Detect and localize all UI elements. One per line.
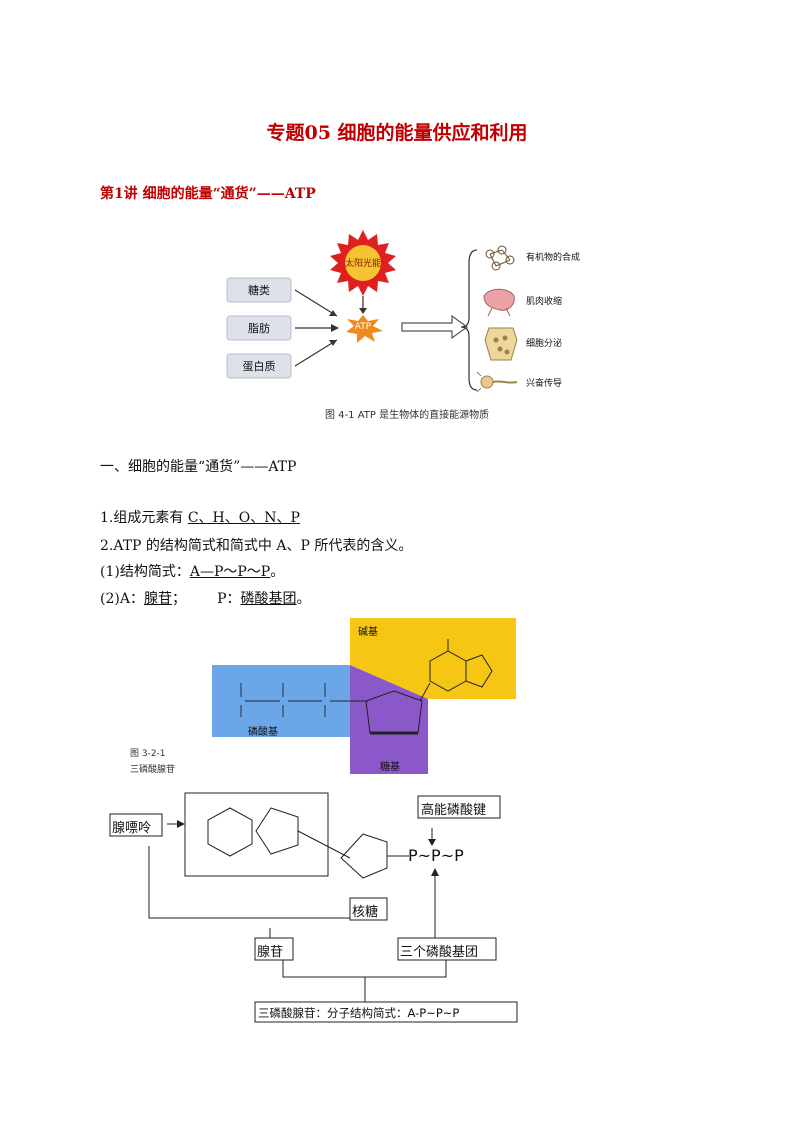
atp-center-label: ATP [354,322,372,332]
figure1-caption: 图 4-1 ATP 是生物体的直接能源物质 [325,410,490,421]
source-label-sugar: 糖类 [248,284,270,297]
use-label-nerve: 兴奋传导 [526,379,563,389]
source-label-protein: 蛋白质 [242,360,276,373]
pp-label: P~P~P [408,846,464,865]
phosphate-label: 磷酸基 [248,727,278,738]
icon-muscle [483,288,515,317]
icon-synthesis [485,245,515,271]
icon-nerve [476,371,518,393]
ribose-shape [340,833,388,879]
source-box-fat [226,315,292,341]
item-4-A: 腺苷 [143,591,172,607]
icon-secretion [484,327,518,361]
item-4-suffix: 。 [296,591,311,607]
base-label: 碱基 [358,627,378,638]
lecture-heading: 第1讲 细胞的能量“通货”——ATP [100,186,316,202]
use-label-synthesis: 有机物的合成 [526,253,581,263]
arrow-sugar-atp [294,289,338,317]
figure-atp-energy-graphic [226,230,518,393]
hexagon-shape [207,807,253,857]
adenosine-box [254,937,294,961]
sugar-label: 糖基 [380,762,400,773]
item-3-suffix: 。 [270,564,285,580]
item-3-prefix: (1)结构简式： [100,564,190,580]
sun-core [345,245,381,281]
use-label-muscle: 肌肉收缩 [526,297,563,307]
bond-label: 高能磷酸键 [421,803,487,818]
figure-atp-structure: 碱基 磷酸基 糖基 图 3-2-1 三磷酸腺苷 [130,617,520,777]
figure-atp-structure-graphic [212,618,516,774]
figure2-caption-num: 图 3-2-1 [130,749,166,759]
item-4-prefix: (2)A： [100,591,144,607]
adenosine-label: 腺苷 [257,945,284,960]
page-title: 专题05 细胞的能量供应和利用 [266,122,528,144]
phosphates-box [397,937,497,961]
item-3-formula: A—P～P～P [189,564,271,580]
ribose-box [349,897,388,921]
section-heading: 一、细胞的能量“通货”——ATP [100,459,297,475]
phosphate-region [212,665,350,737]
bond-box [417,795,501,819]
source-box-protein [226,353,292,379]
hollow-arrow [401,314,469,340]
figure-atp-diagram-graphic [109,792,518,1023]
item-4-P: 磷酸基团 [240,591,297,607]
sugar-region [350,665,428,774]
item-4-sep: ； P： [171,591,241,607]
figure2-caption-text: 三磷酸腺苷 [130,765,176,775]
pentagon-base-shape [255,807,299,855]
base-box [184,792,329,877]
atp-summary-box [254,1001,518,1023]
item-2: 2.ATP 的结构简式和简式中 A、P 所代表的含义。 [100,538,413,554]
figure-atp-energy: 糖类 脂肪 蛋白质 太阳光能 ATP 有机物的合成 肌肉收缩 细胞分泌 兴奋传导… [215,228,600,423]
item-1-elements: C、H、O、N、P [187,510,300,526]
item-1-prefix: 1.组成元素有 [100,510,188,526]
ribose-label: 核糖 [352,905,379,920]
source-box-sugar [226,277,292,303]
figure-atp-diagram: 腺嘌呤 高能磷酸键 P~P~P 核糖 腺苷 三个磷酸基团 三磷酸腺苷：分子结构简… [105,790,525,1025]
source-label-fat: 脂肪 [248,322,270,335]
item-1: 1.组成元素有 C、H、O、N、P [100,507,300,527]
sun-label: 太阳光能 [344,259,381,269]
use-label-secretion: 细胞分泌 [526,339,563,349]
adenine-box [109,813,163,837]
arrow-protein-atp [294,339,338,367]
brace [460,249,478,391]
atp-summary-label: 三磷酸腺苷：分子结构简式：A-P~P~P [258,1006,460,1020]
adenine-label: 腺嘌呤 [112,821,152,836]
phosphates-label: 三个磷酸基团 [400,945,479,960]
item-3: (1)结构简式：A—P～P～P。 [100,561,284,581]
base-region [350,618,516,699]
atp-star [346,315,383,343]
item-4: (2)A：腺苷； P：磷酸基团。 [100,588,311,608]
